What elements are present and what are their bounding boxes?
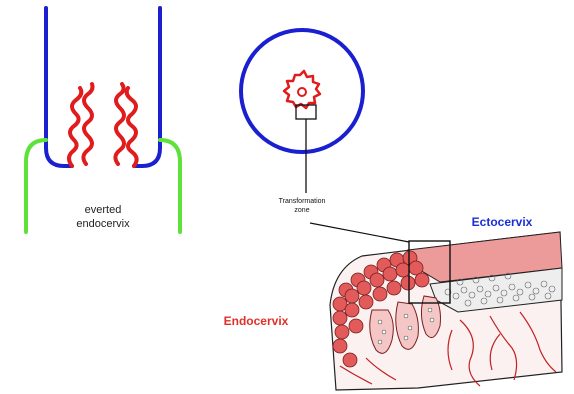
ectocervix-label: Ectocervix xyxy=(472,215,533,229)
leader-line-large xyxy=(310,223,409,242)
cervix-frontal-view xyxy=(241,30,363,193)
everted-label-line1: everted xyxy=(85,204,122,216)
columnar-epithelium-right xyxy=(127,88,137,166)
columnar-epithelium-inner-right xyxy=(115,84,124,164)
canal-wall-blue-right xyxy=(134,8,160,166)
endocervix-label: Endocervix xyxy=(224,314,289,328)
external-os xyxy=(298,88,306,96)
everted-endocervix-illustration: everted endocervix xyxy=(26,8,180,232)
os-cog-shape xyxy=(284,71,320,108)
ectocervix-surface-green-left xyxy=(26,140,46,232)
columnar-epithelium-left xyxy=(69,88,81,166)
ectocervix-circle xyxy=(241,30,363,152)
canal-wall-blue xyxy=(46,8,72,166)
tissue-section-illustration xyxy=(330,232,562,390)
columnar-epithelium-inner-left xyxy=(83,84,92,164)
transformation-label-line2: zone xyxy=(294,207,309,214)
ectocervix-surface-green-right xyxy=(160,140,180,232)
transformation-label-line1: Transformation xyxy=(279,198,326,205)
everted-label-line2: endocervix xyxy=(76,218,130,230)
